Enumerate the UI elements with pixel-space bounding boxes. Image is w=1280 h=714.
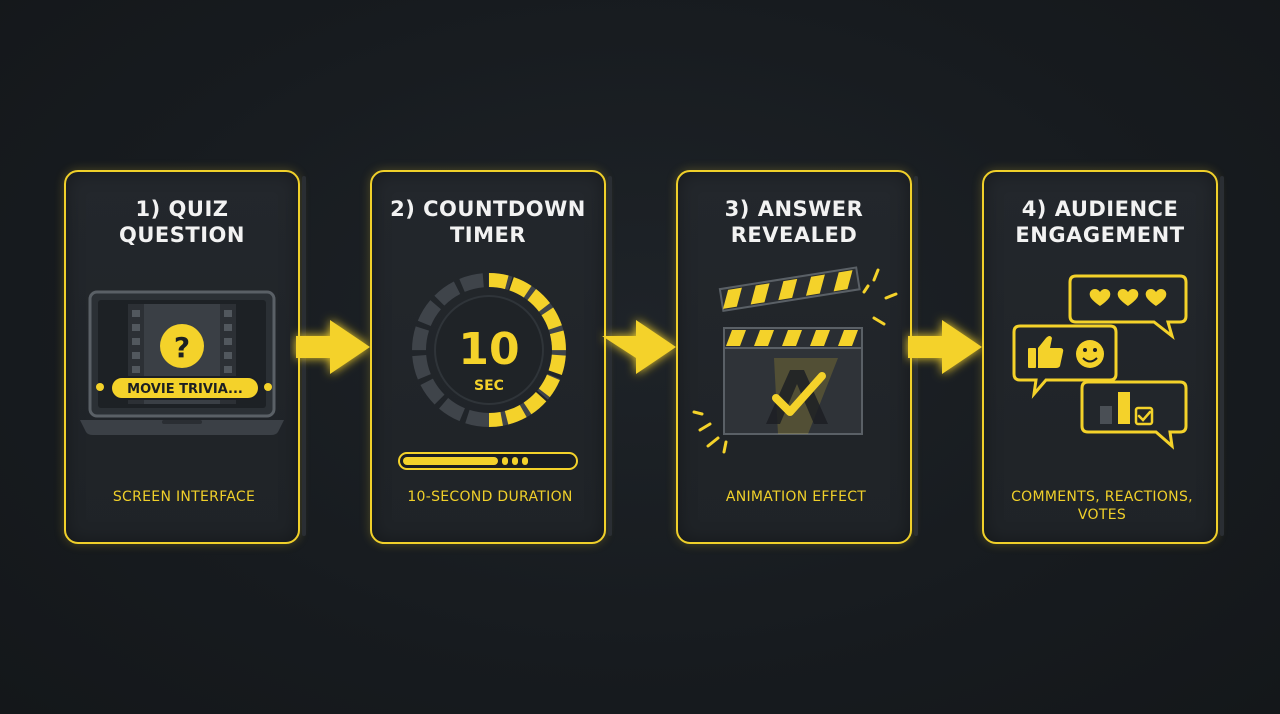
banner-dot-left (96, 383, 104, 391)
timer-illustration: 10 SEC (372, 262, 604, 462)
step-title: 4) AUDIENCE ENGAGEMENT (1015, 197, 1185, 247)
timer-icon: 10 SEC (412, 273, 566, 427)
chat-bubbles-illustration (984, 262, 1216, 462)
arrow-right-icon (296, 320, 370, 374)
step-caption: ANIMATION EFFECT (725, 489, 867, 505)
progress-bar (398, 452, 578, 470)
checkbox-icon (1134, 406, 1154, 426)
movie-trivia-banner: MOVIE TRIVIA... (110, 376, 260, 400)
progress-fill (403, 457, 498, 465)
timer-unit: SEC (474, 378, 504, 394)
step-caption: COMMENTS, REACTIONS, VOTES (1011, 489, 1193, 523)
clapperboard-illustration (678, 262, 910, 462)
arrow-right-icon (908, 320, 982, 374)
smiley-icon (1076, 340, 1104, 368)
laptop-illustration: ? (66, 262, 298, 462)
step-title: 3) ANSWER REVEALED (724, 197, 864, 247)
step-panel-countdown-timer: 2) COUNTDOWN TIMER 10 SEC 10-SECOND DURA… (370, 170, 612, 544)
step-title: 2) COUNTDOWN TIMER (390, 197, 586, 247)
banner-text: MOVIE TRIVIA... (127, 382, 243, 397)
hearts-bubble (1068, 274, 1188, 341)
banner-dot-right (264, 383, 272, 391)
progress-dot (522, 457, 528, 465)
arrow-right-icon (602, 320, 676, 374)
step-panel-audience-engagement: 4) AUDIENCE ENGAGEMENT (982, 170, 1224, 544)
step-panel-quiz-question: 1) QUIZ QUESTION ? (64, 170, 306, 544)
step-title: 1) QUIZ QUESTION (119, 197, 245, 247)
clapperboard-icon (692, 266, 898, 454)
progress-dot (512, 457, 518, 465)
thumbs-up-icon (1028, 336, 1064, 368)
reactions-bubble (1012, 324, 1118, 399)
step-panel-answer-revealed: 3) ANSWER REVEALED (676, 170, 918, 544)
step-caption: SCREEN INTERFACE (112, 489, 256, 505)
question-mark-icon: ? (174, 331, 190, 364)
timer-value: 10 (458, 324, 519, 375)
step-caption: 10-SECOND DURATION (407, 489, 573, 505)
progress-dot (502, 457, 508, 465)
chat-bubbles-icon (1012, 274, 1188, 450)
votes-bubble (1080, 380, 1188, 450)
bar-chart-icon (1100, 392, 1130, 424)
